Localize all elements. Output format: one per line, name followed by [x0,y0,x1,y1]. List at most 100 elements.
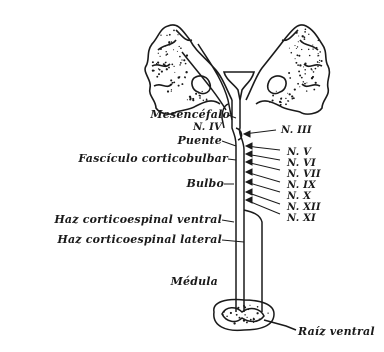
stipple-dot [250,319,252,321]
stipple-dot [298,41,299,42]
stipple-dot [179,76,181,78]
stipple-dot [304,36,306,38]
stipple-dot [317,61,319,63]
stipple-dot [167,90,169,92]
stipple-dot [171,89,172,90]
stipple-dot [198,93,199,94]
stipple-dot [177,51,178,52]
stipple-dot [171,41,173,43]
stipple-dot [165,62,167,64]
stipple-dot [297,83,299,85]
stipple-dot [295,32,297,34]
stipple-dot [309,55,311,57]
stipple-dot [168,41,170,43]
stipple-dot [318,40,320,42]
left-hemisphere-outline [145,25,232,114]
ventricle [224,72,254,100]
stipple-dot [195,93,197,95]
stipple-dot [281,97,282,98]
label-n-ix: N. IX [287,180,316,191]
stipple-dot [291,52,293,54]
stipple-dot [173,30,175,32]
stipple-dot [171,64,173,66]
stipple-dot [171,91,172,92]
label-puente: Puente [177,135,222,147]
stipple-dot [301,49,302,50]
stipple-dot [159,69,161,71]
stipple-dot [296,54,298,56]
label-n-iii: N. III [281,125,312,136]
label-n-xi: N. XI [287,213,316,224]
stipple-dot [163,63,165,65]
stipple-dot [165,45,166,46]
stipple-dot [166,68,168,70]
stipple-dot [304,63,306,65]
stipple-dot [280,104,282,106]
stipple-dot [172,82,174,84]
stipple-dot [279,101,281,103]
label-n-vi: N. VI [287,158,316,169]
stipple-dot [272,95,274,97]
stipple-dot [298,70,300,72]
label-n-iv: N. IV [193,122,222,133]
stipple-dot [319,62,320,63]
stipple-dot [272,99,274,101]
stipple-dot [299,64,301,66]
stipple-dot [170,84,172,86]
stipple-dot [285,103,287,105]
stipple-dot [177,34,178,35]
stipple-dot [206,100,207,101]
stipple-dot [289,48,290,49]
stipple-dot [304,31,306,33]
stipple-dot [158,53,159,54]
stipple-dot [291,95,293,97]
stipple-dot [308,34,309,35]
spinal-cord-section [214,300,296,331]
stipple-dot [199,104,201,106]
stipple-dot [304,69,306,71]
stipple-dot [288,72,290,74]
stipple-dot [159,56,160,57]
stipple-dot [185,63,187,65]
stipple-dot [160,35,161,36]
stipple-dot [199,95,201,97]
stipple-dot [319,60,320,61]
stipple-dot [298,55,300,57]
stipple-dot [311,77,313,79]
stipple-dot [185,71,187,73]
label-bulbo: Bulbo [186,178,224,190]
lateral-tract-bend [244,210,262,312]
stipple-dot [185,77,186,78]
stipple-dot [299,74,301,76]
stipple-dot [187,99,188,100]
stipple-dot [297,64,299,66]
stipple-dot [312,69,313,70]
stipple-dot [298,35,299,36]
stipple-dot [306,90,307,91]
stipple-dot [166,35,167,36]
stipple-dot [293,97,295,99]
stipple-dot [173,49,174,50]
stipple-dot [305,28,307,30]
stipple-dot [199,97,201,99]
stipple-dot [288,100,289,101]
stipple-dot [295,62,297,64]
stipple-dot [183,59,185,61]
stipple-dot [304,38,306,40]
stipple-dot [181,83,183,85]
stipple-dot [173,66,174,67]
nerve-arrows [244,130,280,214]
stipple-dot [318,55,319,56]
stipple-dot [289,93,291,95]
stipple-dot [297,46,298,47]
stipple-dot [179,46,180,47]
label-haz-ventral: Haz corticoespinal ventral [54,214,222,226]
stipple-dot [299,86,300,87]
stipple-dot [239,317,241,319]
stipple-dot [317,55,318,56]
label-medula: Médula [171,276,218,288]
stipple-dot [181,59,182,60]
stipple-dot [157,62,159,64]
stipple-dot [169,34,171,36]
